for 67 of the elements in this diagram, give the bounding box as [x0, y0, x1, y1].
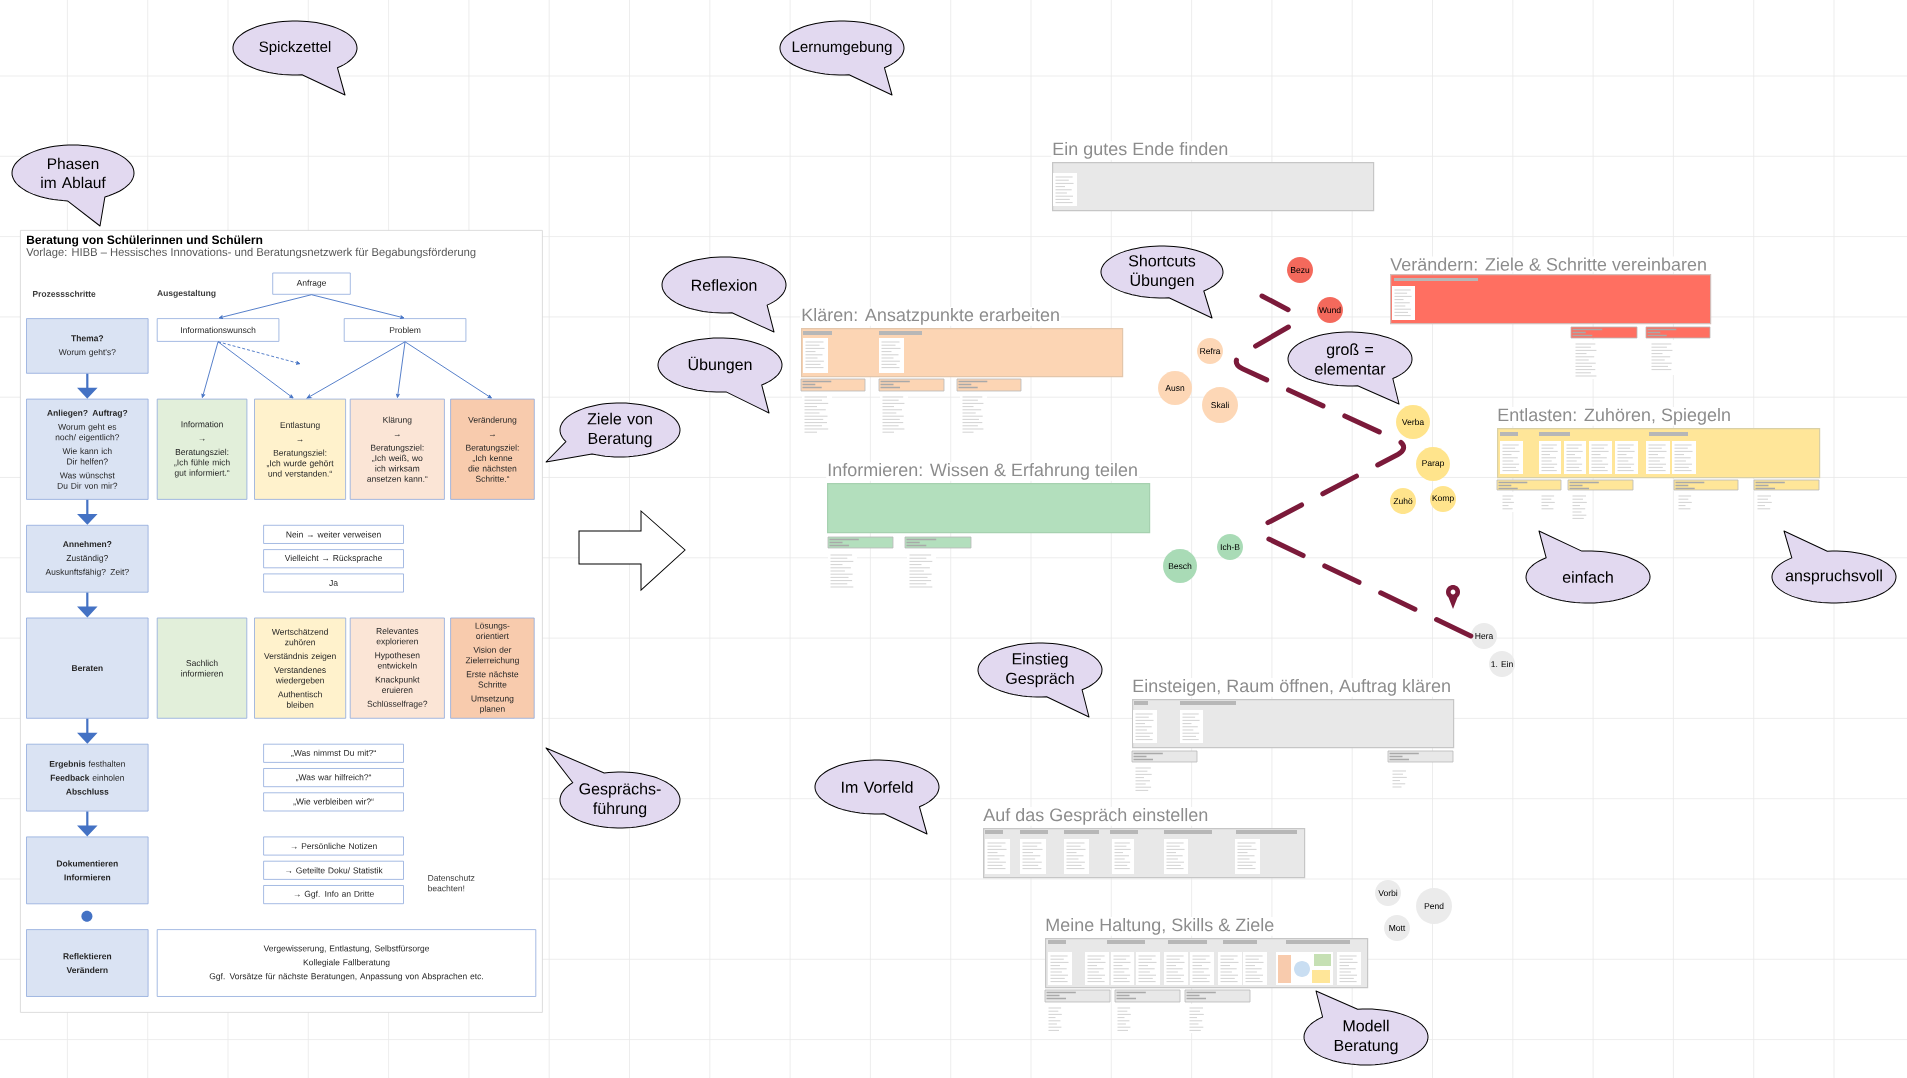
option-box: Vielleicht → Rücksprache — [263, 549, 404, 569]
node-label: Auf das Gespräch einstellen — [983, 808, 1208, 825]
flow-box: Informationswunsch — [156, 318, 280, 342]
arrow — [201, 341, 219, 398]
option-box: → Geteilte Doku/ Statistik — [263, 860, 404, 880]
arrow — [404, 341, 492, 399]
option-box: → Persönliche Notizen — [263, 836, 404, 856]
option-box: → Ggf. Info an Dritte — [263, 885, 404, 905]
section-box: Verändern: Ziele & Schritte vereinbaren — [1389, 256, 1712, 325]
node-label: Ein gutes Ende finden — [1053, 142, 1228, 159]
speech-bubble: Shortcuts Übungen — [1100, 245, 1224, 319]
option-box: Nein → weiter verweisen — [263, 524, 404, 544]
arrow — [396, 341, 406, 398]
node-label: Einsteigen, Raum öffnen, Auftrag klären — [1133, 679, 1450, 696]
goal-box: Veränderung → Beratungsziel: „Ich kenne die nächsten Schritte.“ — [450, 398, 535, 500]
arrow — [218, 294, 312, 319]
section-box: Einsteigen, Raum öffnen, Auftrag klären — [1131, 678, 1455, 749]
method-box: Lösungs- orientiert Vision der Zielerreichung Erste nächste Schritte Umsetzung planen — [450, 617, 535, 719]
arrow — [217, 341, 301, 365]
speech-bubble: einfach — [1525, 530, 1651, 604]
option-box: „Was war hilfreich?“ — [263, 768, 404, 788]
method-box: Sachlich informieren — [156, 617, 248, 719]
process-step-box: Reflektieren Verändern — [26, 929, 149, 997]
node-label: Entlasten: Zuhören, Spiegeln — [1498, 408, 1730, 425]
goal-box: Entlastung → Beratungsziel: „Ich wurde gehört und verstanden.“ — [254, 398, 346, 500]
text-box: Vergewisserung, Entlastung, Selbstfürsorge Kollegiale Fallberatung Ggf. Vorsätze für nächste Beratungen, Anpassung von Absprachen etc. — [156, 929, 537, 997]
speech-bubble: Übungen — [657, 337, 783, 414]
speech-bubble: Spickzettel — [232, 20, 358, 96]
process-step-box: Dokumentieren Informieren — [26, 836, 149, 905]
flow-box: Problem — [343, 318, 467, 342]
speech-bubble: Lernumgebung — [779, 20, 905, 96]
note-text: Datenschutz beachten! — [428, 874, 475, 892]
speech-bubble: Ziele von Beratung — [545, 402, 681, 463]
option-box: „Wie verbleiben wir?“ — [263, 792, 404, 812]
node-label: Verändern: Ziele & Schritte vereinbaren — [1390, 257, 1706, 271]
section-box: Klären: Ansatzpunkte erarbeiten — [800, 307, 1124, 378]
process-step-box: Anliegen? Auftrag? Worum geht es noch/ eigentlich? Wie kann ich Dir helfen? Was wünschst Du Dir von mir? — [26, 398, 149, 500]
flow-box: Anfrage — [272, 272, 351, 295]
column-heading: Prozessschritte — [32, 290, 96, 297]
speech-bubble: Phasen im Ablauf — [11, 144, 135, 227]
speech-bubble: anspruchsvoll — [1771, 530, 1897, 604]
option-box: Ja — [263, 573, 404, 593]
arrow — [306, 341, 406, 399]
option-box: „Was nimmst Du mit?“ — [263, 743, 404, 763]
goal-box: Information → Beratungsziel: „Ich fühle mich gut informiert.“ — [156, 398, 248, 500]
section-box: Ein gutes Ende finden — [1051, 141, 1375, 212]
speech-bubble: groß = elementar — [1287, 331, 1413, 405]
dashed-path — [1233, 293, 1474, 639]
speech-bubble: Reflexion — [661, 256, 787, 333]
speech-bubble: Modell Beratung — [1303, 990, 1429, 1066]
node-label: Klären: Ansatzpunkte erarbeiten — [802, 308, 1059, 325]
speech-bubble: Gesprächs- führung — [545, 747, 681, 829]
speech-bubble: Im Vorfeld — [814, 759, 940, 835]
speech-bubble: Einstieg Gespräch — [977, 642, 1103, 718]
process-step-box: Annehmen? Zuständig? Auskunftsfähig? Zeit? — [26, 524, 149, 593]
process-step-box: Thema? Worum geht's? — [26, 318, 149, 374]
column-heading: Ausgestaltung — [157, 289, 216, 298]
goal-box: Klärung → Beratungsziel: „Ich weiß, wo ich wirksam ansetzen kann.“ — [349, 398, 445, 500]
arrow — [311, 294, 405, 319]
node-label: Meine Haltung, Skills & Ziele — [1046, 918, 1274, 935]
process-step-box: Beraten — [26, 617, 149, 719]
method-box: Relevantes explorieren Hypothesen entwickeln Knackpunkt eruieren Schlüsselfrage? — [349, 617, 445, 719]
process-step-box: Ergebnis festhalten Feedback einholen Abschluss — [26, 743, 149, 812]
method-box: Wertschätzend zuhören Verständnis zeigen Verstandenes wiedergeben Authentisch bleiben — [254, 617, 347, 719]
section-box: Informieren: Wissen & Erfahrung teilen — [826, 462, 1151, 534]
arrow — [217, 341, 294, 399]
node-label: Informieren: Wissen & Erfahrung teilen — [828, 463, 1137, 480]
